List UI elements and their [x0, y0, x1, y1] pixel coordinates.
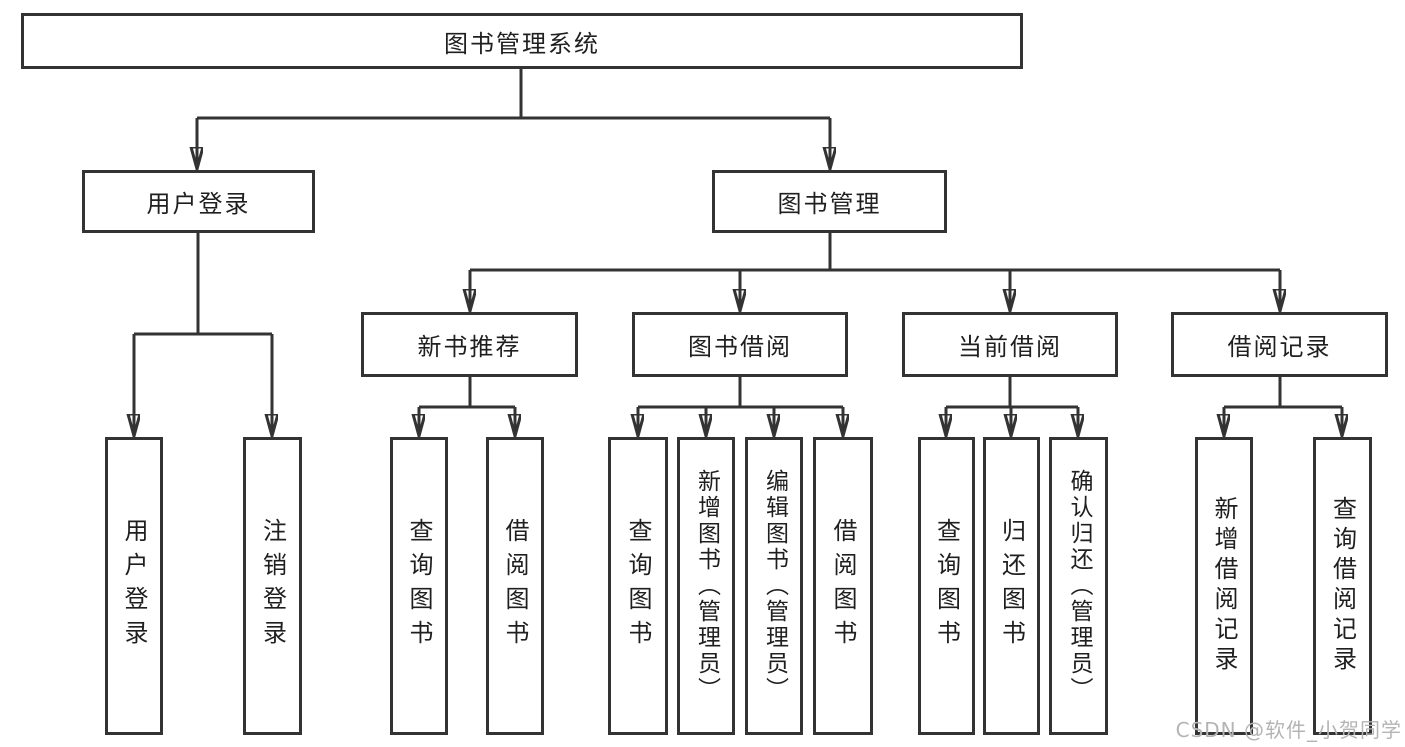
leaf-confirm-return-admin-label: 确认归还（管理员）	[1066, 469, 1092, 703]
leaf-borrow-books-borrow: 借阅图书	[813, 437, 873, 735]
leaf-add-borrow-record-label: 新增借阅记录	[1210, 496, 1238, 676]
connector-borrow-records-to-leaves	[1224, 377, 1342, 435]
leaf-add-book-admin-label: 新增图书（管理员）	[693, 469, 720, 703]
leaf-logout-label: 注销登录	[258, 518, 287, 654]
connector-root-to-level2	[197, 68, 830, 168]
connector-current-borrow-to-leaves	[946, 377, 1078, 435]
leaf-borrow-books-recommend-label: 借阅图书	[501, 518, 529, 654]
connector-user-login-to-leaves	[134, 233, 272, 435]
leaf-query-books-borrow-label: 查询图书	[624, 518, 652, 654]
node-user-login: 用户登录	[82, 170, 315, 233]
node-new-book-recommend: 新书推荐	[361, 312, 578, 377]
leaf-borrow-books-borrow-label: 借阅图书	[829, 518, 857, 654]
leaf-return-book-label: 归还图书	[997, 518, 1026, 654]
leaf-query-books-recommend-label: 查询图书	[405, 518, 433, 654]
leaf-user-login-label: 用户登录	[120, 518, 148, 654]
leaf-query-books-current: 查询图书	[918, 437, 975, 735]
leaf-confirm-return-admin: 确认归还（管理员）	[1049, 437, 1108, 735]
leaf-return-book: 归还图书	[983, 437, 1040, 735]
leaf-logout: 注销登录	[243, 437, 302, 735]
node-library-system: 图书管理系统	[21, 13, 1023, 69]
leaf-edit-book-admin-label: 编辑图书（管理员）	[761, 469, 788, 703]
leaf-query-books-borrow: 查询图书	[608, 437, 668, 735]
leaf-add-book-admin: 新增图书（管理员）	[677, 437, 735, 735]
leaf-query-borrow-record-label: 查询借阅记录	[1328, 496, 1357, 676]
leaf-query-borrow-record: 查询借阅记录	[1313, 437, 1372, 735]
leaf-user-login: 用户登录	[105, 437, 163, 735]
leaf-edit-book-admin: 编辑图书（管理员）	[745, 437, 803, 735]
connector-book-borrow-to-leaves	[638, 377, 843, 435]
leaf-borrow-books-recommend: 借阅图书	[486, 437, 544, 735]
node-current-borrow: 当前借阅	[902, 312, 1118, 377]
leaf-query-books-recommend: 查询图书	[390, 437, 448, 735]
connector-book-management-to-level3	[470, 233, 1280, 310]
node-borrow-records: 借阅记录	[1171, 312, 1388, 377]
watermark-text: CSDN @软件_小贺同学	[1175, 718, 1402, 742]
node-book-borrow: 图书借阅	[632, 312, 848, 377]
connector-new-book-recommend-to-leaves	[419, 377, 515, 435]
leaf-add-borrow-record: 新增借阅记录	[1195, 437, 1253, 735]
node-book-management: 图书管理	[712, 170, 947, 233]
leaf-query-books-current-label: 查询图书	[932, 518, 961, 654]
